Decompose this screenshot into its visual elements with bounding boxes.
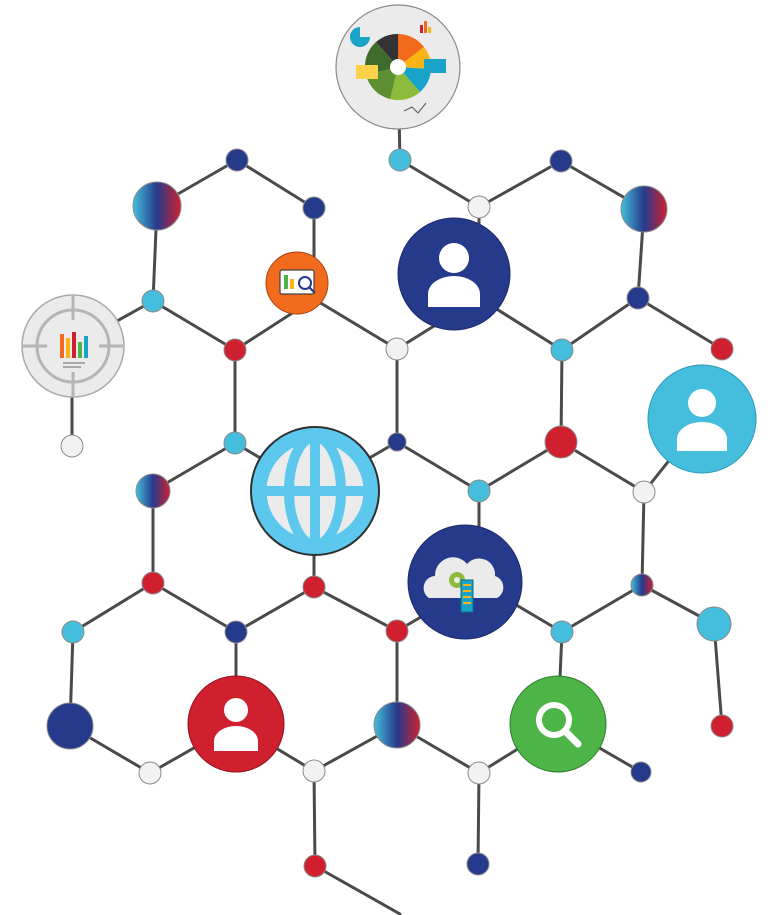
cloud-server-icon [407, 524, 523, 640]
user-icon [187, 675, 285, 773]
network-node-navy [466, 852, 490, 876]
network-node-red [544, 425, 578, 459]
network-node-cyan [388, 148, 412, 172]
network-node-red [302, 575, 326, 599]
network-node-cyan [550, 338, 574, 362]
network-node-red [303, 854, 327, 878]
pie-chart-icon [335, 4, 461, 130]
target-chart-icon [21, 294, 125, 398]
network-node-grad [630, 573, 654, 597]
network-node-white [138, 761, 162, 785]
network-node-navy [225, 148, 249, 172]
network-node-cyan [550, 620, 574, 644]
network-node-grad [373, 701, 421, 749]
network-node-white [385, 337, 409, 361]
network-node-red [710, 337, 734, 361]
network-node-white [60, 434, 84, 458]
network-node-red [710, 714, 734, 738]
network-node-white [302, 759, 326, 783]
network-node-red [141, 571, 165, 595]
analytics-dashboard-icon [265, 251, 329, 315]
network-node-cyan [696, 606, 732, 642]
network-node-navy [626, 286, 650, 310]
user-icon [647, 364, 757, 474]
network-nodes [46, 148, 734, 878]
globe-icon [250, 426, 380, 556]
user-icon [397, 217, 511, 331]
network-node-grad [132, 181, 182, 231]
network-node-cyan [61, 620, 85, 644]
network-node-navy [549, 149, 573, 173]
search-icon [509, 675, 607, 773]
network-node-grad [135, 473, 171, 509]
network-node-navy [224, 620, 248, 644]
network-node-navy [630, 761, 652, 783]
network-node-red [223, 338, 247, 362]
network-node-navy [46, 702, 94, 750]
network-node-red [385, 619, 409, 643]
network-node-white [632, 480, 656, 504]
network-node-white [467, 195, 491, 219]
network-node-grad [620, 185, 668, 233]
network-node-navy [387, 432, 407, 452]
network-node-white [467, 761, 491, 785]
network-node-navy [302, 196, 326, 220]
network-node-cyan [467, 479, 491, 503]
network-node-cyan [223, 431, 247, 455]
network-node-cyan [141, 289, 165, 313]
